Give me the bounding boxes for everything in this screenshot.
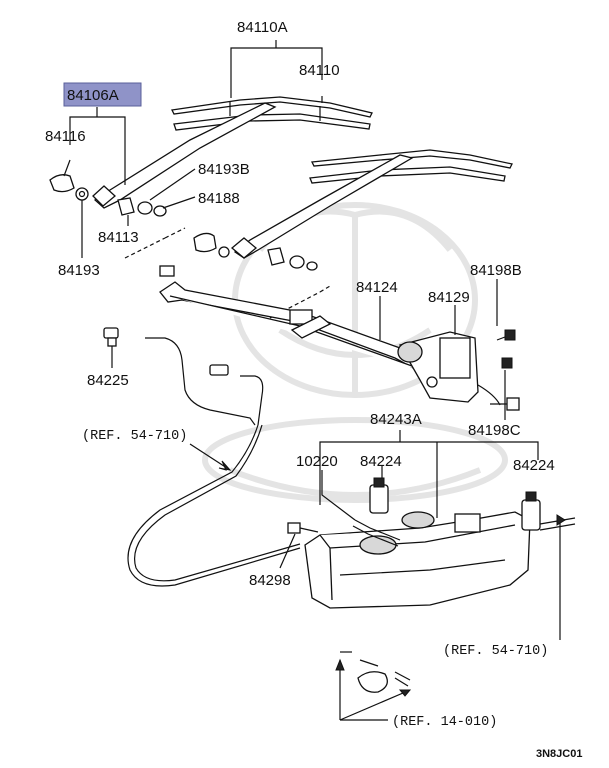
bushing-84113[interactable]: [117, 197, 167, 217]
label-84224-left[interactable]: 84224: [360, 453, 402, 470]
label-84110[interactable]: 84110: [299, 62, 340, 79]
connector-84198C[interactable]: [490, 357, 520, 411]
label-84298[interactable]: 84298: [249, 572, 291, 589]
label-84113[interactable]: 84113: [98, 229, 139, 246]
label-84225[interactable]: 84225: [87, 372, 129, 389]
washer-pump-right[interactable]: [521, 491, 576, 531]
label-84124[interactable]: 84124: [356, 279, 398, 296]
washer-hose[interactable]: [127, 337, 301, 587]
watermark-logo: [202, 202, 508, 503]
washer-pump-left[interactable]: [369, 477, 389, 514]
bolt-84198B[interactable]: [496, 329, 516, 341]
wiper-blade-upper[interactable]: [171, 96, 373, 131]
leader-lines: [63, 40, 566, 721]
ref-14-010[interactable]: (REF. 14-010): [392, 715, 497, 730]
label-84193[interactable]: 84193: [58, 262, 100, 279]
label-84198C[interactable]: 84198C: [468, 422, 521, 439]
bushing-right[interactable]: [267, 247, 318, 271]
label-84129[interactable]: 84129: [428, 289, 470, 306]
wiper-arm-right[interactable]: [230, 154, 414, 259]
wiper-blade-lower[interactable]: [309, 149, 513, 184]
nut-84193[interactable]: [75, 187, 89, 201]
wiper-linkage[interactable]: [159, 265, 441, 381]
hose-10220[interactable]: [352, 519, 401, 547]
ref-54-710-right[interactable]: (REF. 54-710): [443, 644, 548, 659]
hose-clamp-detail[interactable]: [340, 651, 411, 693]
washer-tank[interactable]: [304, 511, 531, 609]
label-10220[interactable]: 10220: [296, 453, 338, 470]
label-84116[interactable]: 84116: [45, 128, 86, 145]
wiper-arm-left[interactable]: [92, 102, 277, 209]
label-84198B[interactable]: 84198B: [470, 262, 522, 279]
label-84188[interactable]: 84188: [198, 190, 240, 207]
label-84224-right[interactable]: 84224: [513, 457, 555, 474]
arm-cap-right[interactable]: [193, 232, 230, 258]
label-84193B[interactable]: 84193B: [198, 161, 250, 178]
label-84106A[interactable]: 84106A: [67, 87, 119, 104]
washer-nozzle[interactable]: [103, 327, 229, 376]
arm-cap[interactable]: [49, 174, 75, 193]
label-84110A[interactable]: 84110A: [237, 19, 288, 36]
bolt-84298[interactable]: [287, 522, 319, 534]
ref-54-710-left[interactable]: (REF. 54-710): [82, 429, 187, 444]
label-highlight: [63, 82, 142, 107]
drawing-code: 3N8JC01: [536, 748, 582, 760]
label-84243A[interactable]: 84243A: [370, 411, 422, 428]
wiper-motor[interactable]: [397, 331, 501, 406]
